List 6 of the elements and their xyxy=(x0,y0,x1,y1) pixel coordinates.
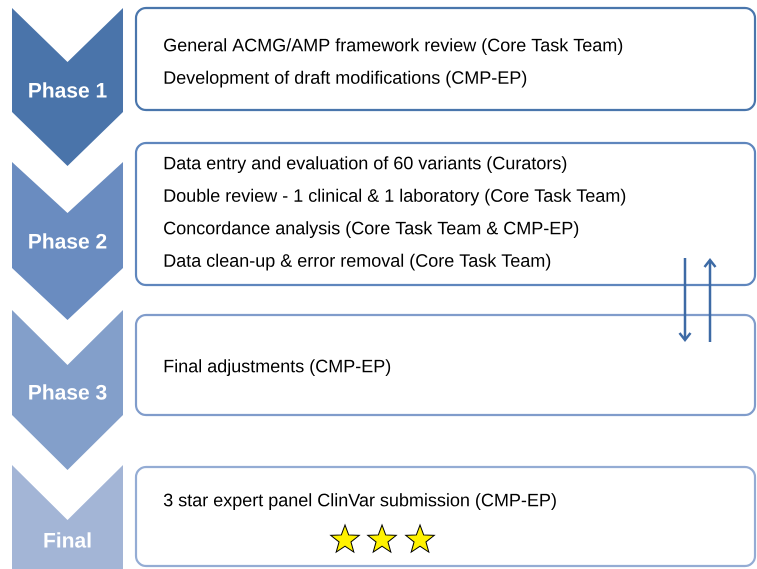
step-box: General ACMG/AMP framework review (Core Task Team) Development of draft modifications (CMP-EP) xyxy=(134,6,756,112)
arrow xyxy=(704,258,716,342)
arrow xyxy=(678,258,692,342)
step-box: Final adjustments (CMP-EP) xyxy=(134,314,756,416)
step-box: Data entry and evaluation of 60 variants (Curators) Double review - 1 clinical & 1 laboratory (Core Task Team) Concordance analysis (Core Task Team & CMP-EP) Data clean-up & error removal (Core Task Team) xyxy=(134,142,756,286)
step-box: 3 star expert panel ClinVar submission (CMP-EP) xyxy=(134,466,756,568)
